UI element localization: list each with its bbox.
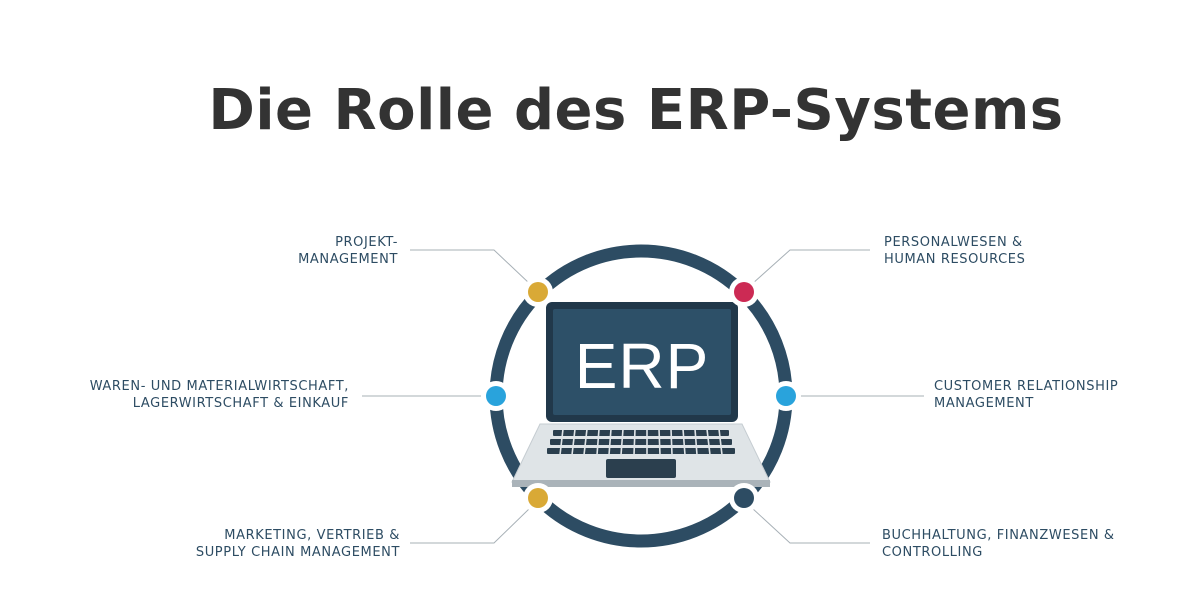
connector-buchhaltung xyxy=(751,507,870,544)
page-title: Die Rolle des ERP-Systems xyxy=(208,78,1064,143)
label-waren: WAREN- UND MATERIALWIRTSCHAFT, LAGERWIRT… xyxy=(89,379,349,411)
dot-personal xyxy=(734,282,754,302)
label-personal: PERSONALWESEN & HUMAN RESOURCES xyxy=(884,235,1026,267)
label-marketing: MARKETING, VERTRIEB & SUPPLY CHAIN MANAG… xyxy=(195,528,400,560)
dot-marketing xyxy=(528,488,548,508)
keyboard-key-gaps xyxy=(559,428,723,456)
laptop-base-front xyxy=(512,480,770,487)
erp-screen-label: ERP xyxy=(574,330,710,402)
dot-projekt xyxy=(528,282,548,302)
connector-marketing xyxy=(410,507,531,544)
laptop-screen xyxy=(553,309,731,415)
dot-buchhaltung xyxy=(734,488,754,508)
label-crm: CUSTOMER RELATIONSHIP MANAGEMENT xyxy=(934,379,1119,411)
connector-personal xyxy=(751,249,870,285)
connector-lines xyxy=(362,249,924,544)
keyboard xyxy=(547,430,735,454)
label-projekt: PROJEKT- MANAGEMENT xyxy=(298,235,398,267)
module-dots xyxy=(481,277,801,513)
connector-projekt xyxy=(410,249,531,285)
touchpad xyxy=(606,459,676,478)
label-buchhaltung: BUCHHALTUNG, FINANZWESEN & CONTROLLING xyxy=(882,528,1115,560)
laptop-icon xyxy=(511,302,771,487)
dot-waren xyxy=(486,386,506,406)
dot-crm xyxy=(776,386,796,406)
